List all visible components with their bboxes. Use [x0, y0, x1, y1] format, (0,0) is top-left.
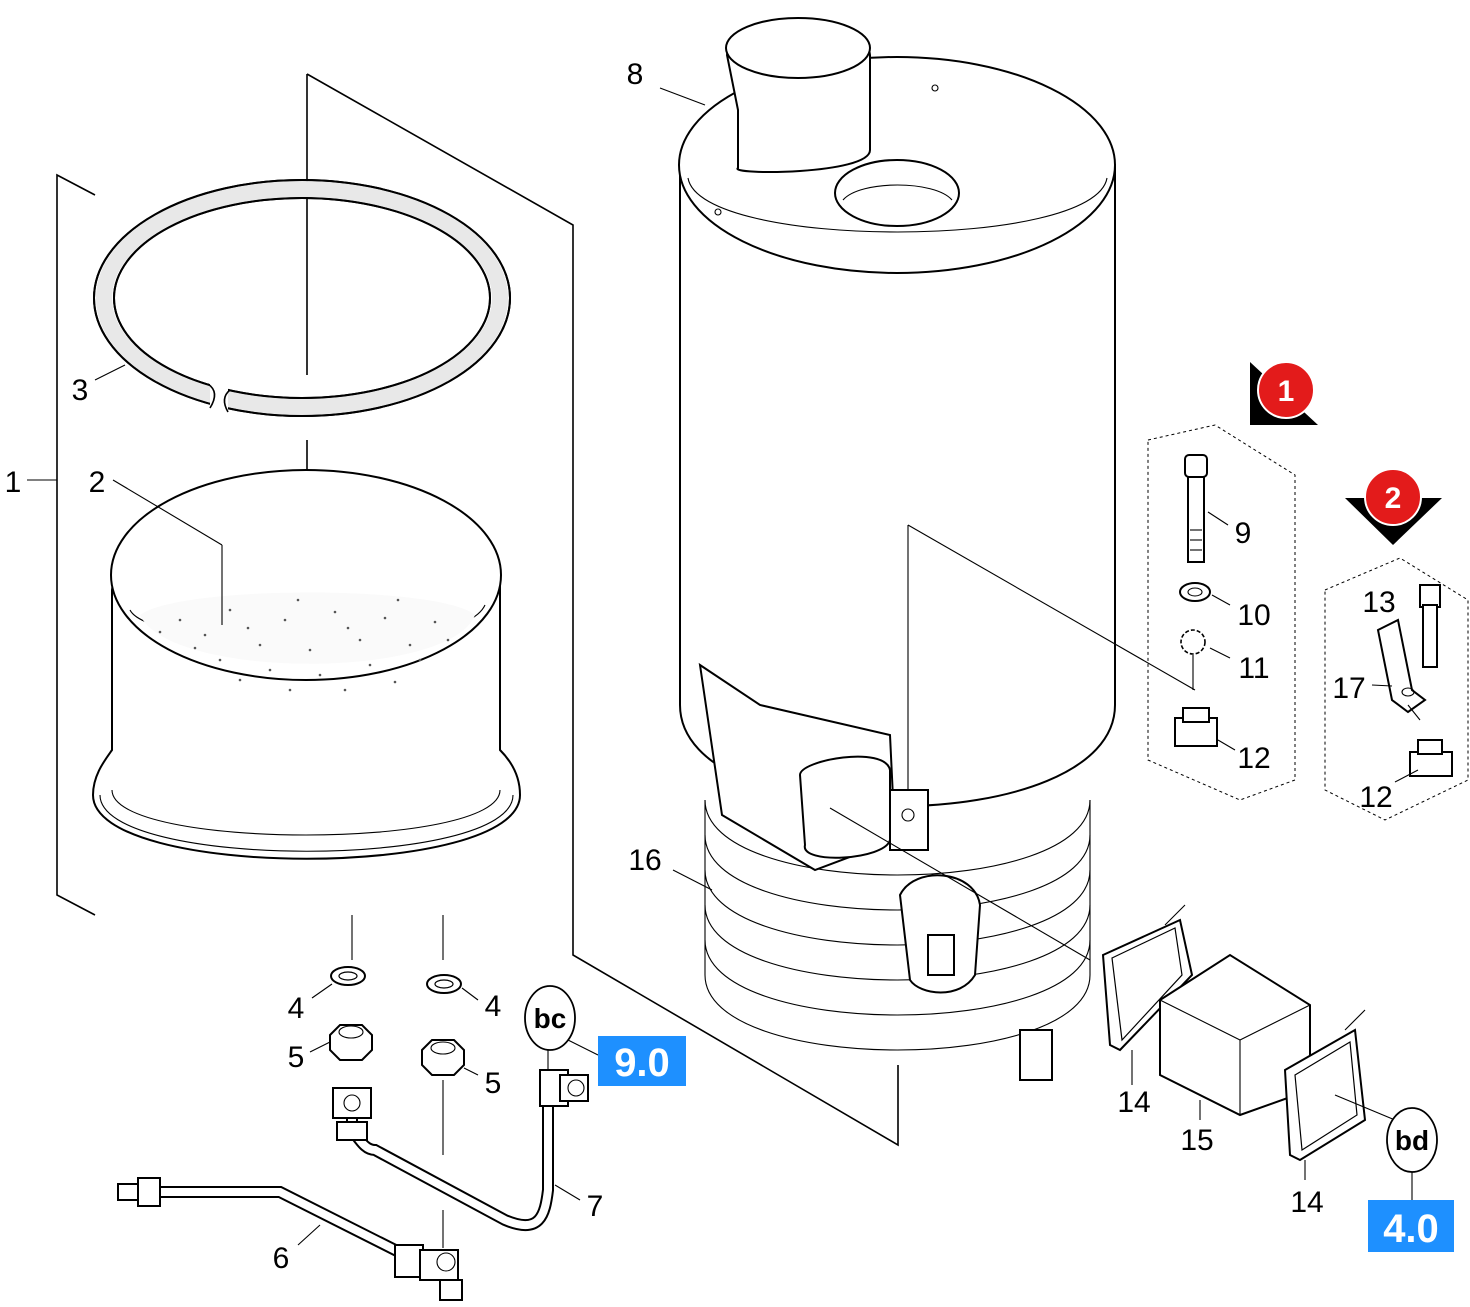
detail-kit-2	[1324, 557, 1469, 821]
connector-bc-label: bc	[534, 1003, 567, 1034]
washer-4-right	[426, 915, 479, 1001]
heating-coil-16	[672, 799, 1091, 1081]
callout-5-right: 5	[485, 1067, 502, 1100]
washer-4-left	[311, 915, 366, 999]
reference-9-0-label: 9.0	[614, 1041, 670, 1085]
housing-8	[659, 17, 1116, 808]
variant-marker-2[interactable]: 2	[1345, 468, 1442, 545]
callout-4-right: 4	[485, 990, 502, 1023]
variant-marker-1-label: 1	[1278, 375, 1295, 408]
connector-bd-label: bd	[1395, 1125, 1429, 1156]
assembly-bracket-1	[27, 173, 96, 916]
sealing-ring-3	[93, 179, 511, 417]
pipe-7	[332, 1050, 589, 1232]
variant-marker-2-label: 2	[1385, 482, 1402, 515]
clamp-14-left	[1101, 904, 1194, 1085]
nut-5-right	[421, 1039, 479, 1155]
callout-9: 9	[1235, 517, 1252, 550]
callout-12-kit2: 12	[1359, 781, 1392, 814]
callout-2: 2	[89, 466, 106, 499]
reference-box-9-0[interactable]	[598, 1036, 686, 1086]
connector-bc[interactable]: bc 9.0	[524, 985, 686, 1086]
callout-14-left: 14	[1117, 1086, 1150, 1119]
callout-1: 1	[5, 466, 22, 499]
pipe-6	[117, 1177, 463, 1301]
callout-3: 3	[72, 374, 89, 407]
callout-4-left: 4	[288, 992, 305, 1025]
leader-lines	[829, 524, 1196, 961]
callout-13: 13	[1362, 586, 1395, 619]
callout-5-left: 5	[288, 1041, 305, 1074]
variant-marker-1[interactable]: 1	[1250, 361, 1318, 425]
outlet-duct	[698, 662, 929, 872]
connector-bd[interactable]: bd 4.0	[1368, 1107, 1454, 1252]
callout-12-kit1: 12	[1237, 742, 1270, 775]
callout-15: 15	[1180, 1124, 1213, 1157]
callout-7: 7	[587, 1190, 604, 1223]
clamp-14-right	[1283, 1009, 1396, 1180]
callout-17: 17	[1332, 672, 1365, 705]
nut-5-left	[309, 1024, 373, 1061]
callout-14-right: 14	[1290, 1186, 1323, 1219]
reference-4-0-label: 4.0	[1383, 1207, 1439, 1251]
callout-labels: 1 2 3 4 4 5 5 6 7 8 9 10 11 12 12 13 14 …	[5, 58, 1396, 1275]
callout-8: 8	[627, 58, 644, 91]
callout-10: 10	[1237, 599, 1270, 632]
callout-16: 16	[628, 844, 661, 877]
filter-cartridge-2	[91, 469, 522, 860]
detail-kit-1	[1147, 424, 1296, 801]
callout-11: 11	[1238, 652, 1269, 685]
reference-box-4-0[interactable]	[1368, 1200, 1454, 1252]
callout-6: 6	[273, 1242, 290, 1275]
